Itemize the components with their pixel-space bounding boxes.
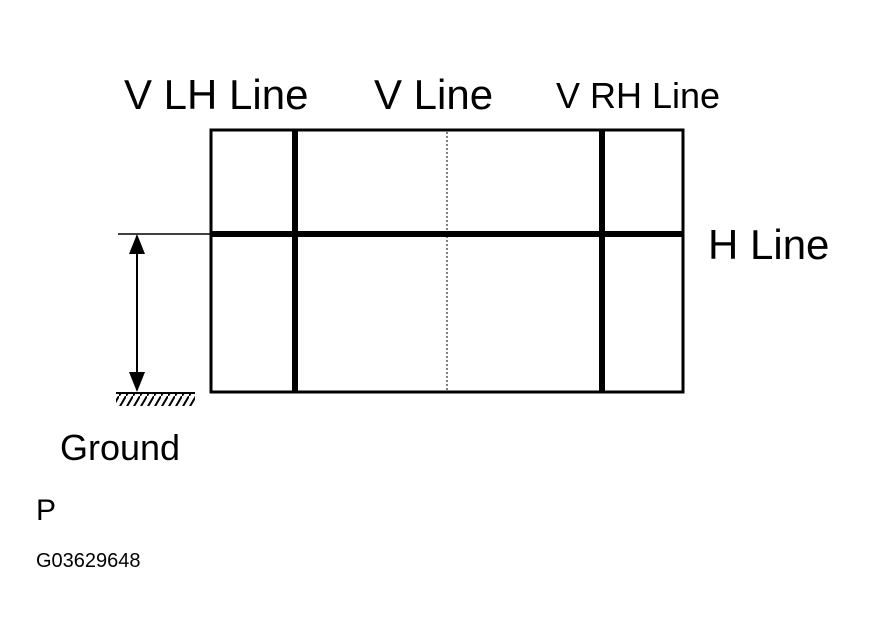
ground-label: Ground xyxy=(60,427,181,468)
page-letter: P xyxy=(36,494,57,527)
ground-hatch xyxy=(116,394,195,406)
v-line-label: V Line xyxy=(374,71,494,118)
v-lh-line-label: V LH Line xyxy=(124,71,309,118)
screen-outline xyxy=(209,128,685,394)
h-line-label: H Line xyxy=(708,221,830,268)
v-rh-line-label: V RH Line xyxy=(556,75,721,116)
figure-id: G03629648 xyxy=(36,550,141,572)
